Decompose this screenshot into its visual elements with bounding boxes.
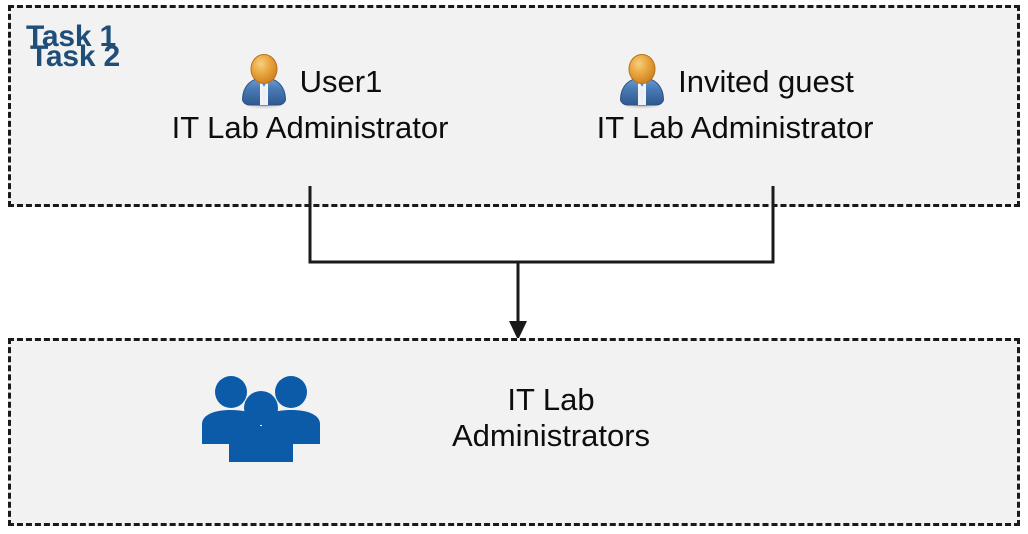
user-group-icon — [202, 376, 320, 462]
task-2-label: Task 2 — [30, 40, 120, 73]
person-entry-invited-guest: Invited guest IT Lab Administrator — [535, 52, 935, 145]
person-header: User1 — [120, 52, 500, 110]
task-2-container — [8, 338, 1020, 526]
person-entry-user1: User1 IT Lab Administrator — [120, 52, 500, 145]
task-1-label: Task 1 — [26, 20, 116, 53]
person-header: Invited guest — [535, 52, 935, 110]
group-entry-it-lab-administrators: IT Lab Administrators — [200, 372, 900, 464]
person-role: IT Lab Administrator — [596, 110, 874, 145]
user-avatar-icon — [620, 54, 665, 109]
group-name-line-2: Administrators — [451, 418, 651, 453]
group-name: IT Lab Administrators — [352, 382, 900, 453]
task-1-container — [8, 5, 1020, 207]
group-name-line-1: IT Lab — [507, 382, 595, 418]
person-name: Invited guest — [678, 63, 854, 99]
person-role: IT Lab Administrator — [171, 110, 449, 145]
person-name: User1 — [299, 63, 383, 99]
user-avatar-icon — [241, 54, 286, 109]
